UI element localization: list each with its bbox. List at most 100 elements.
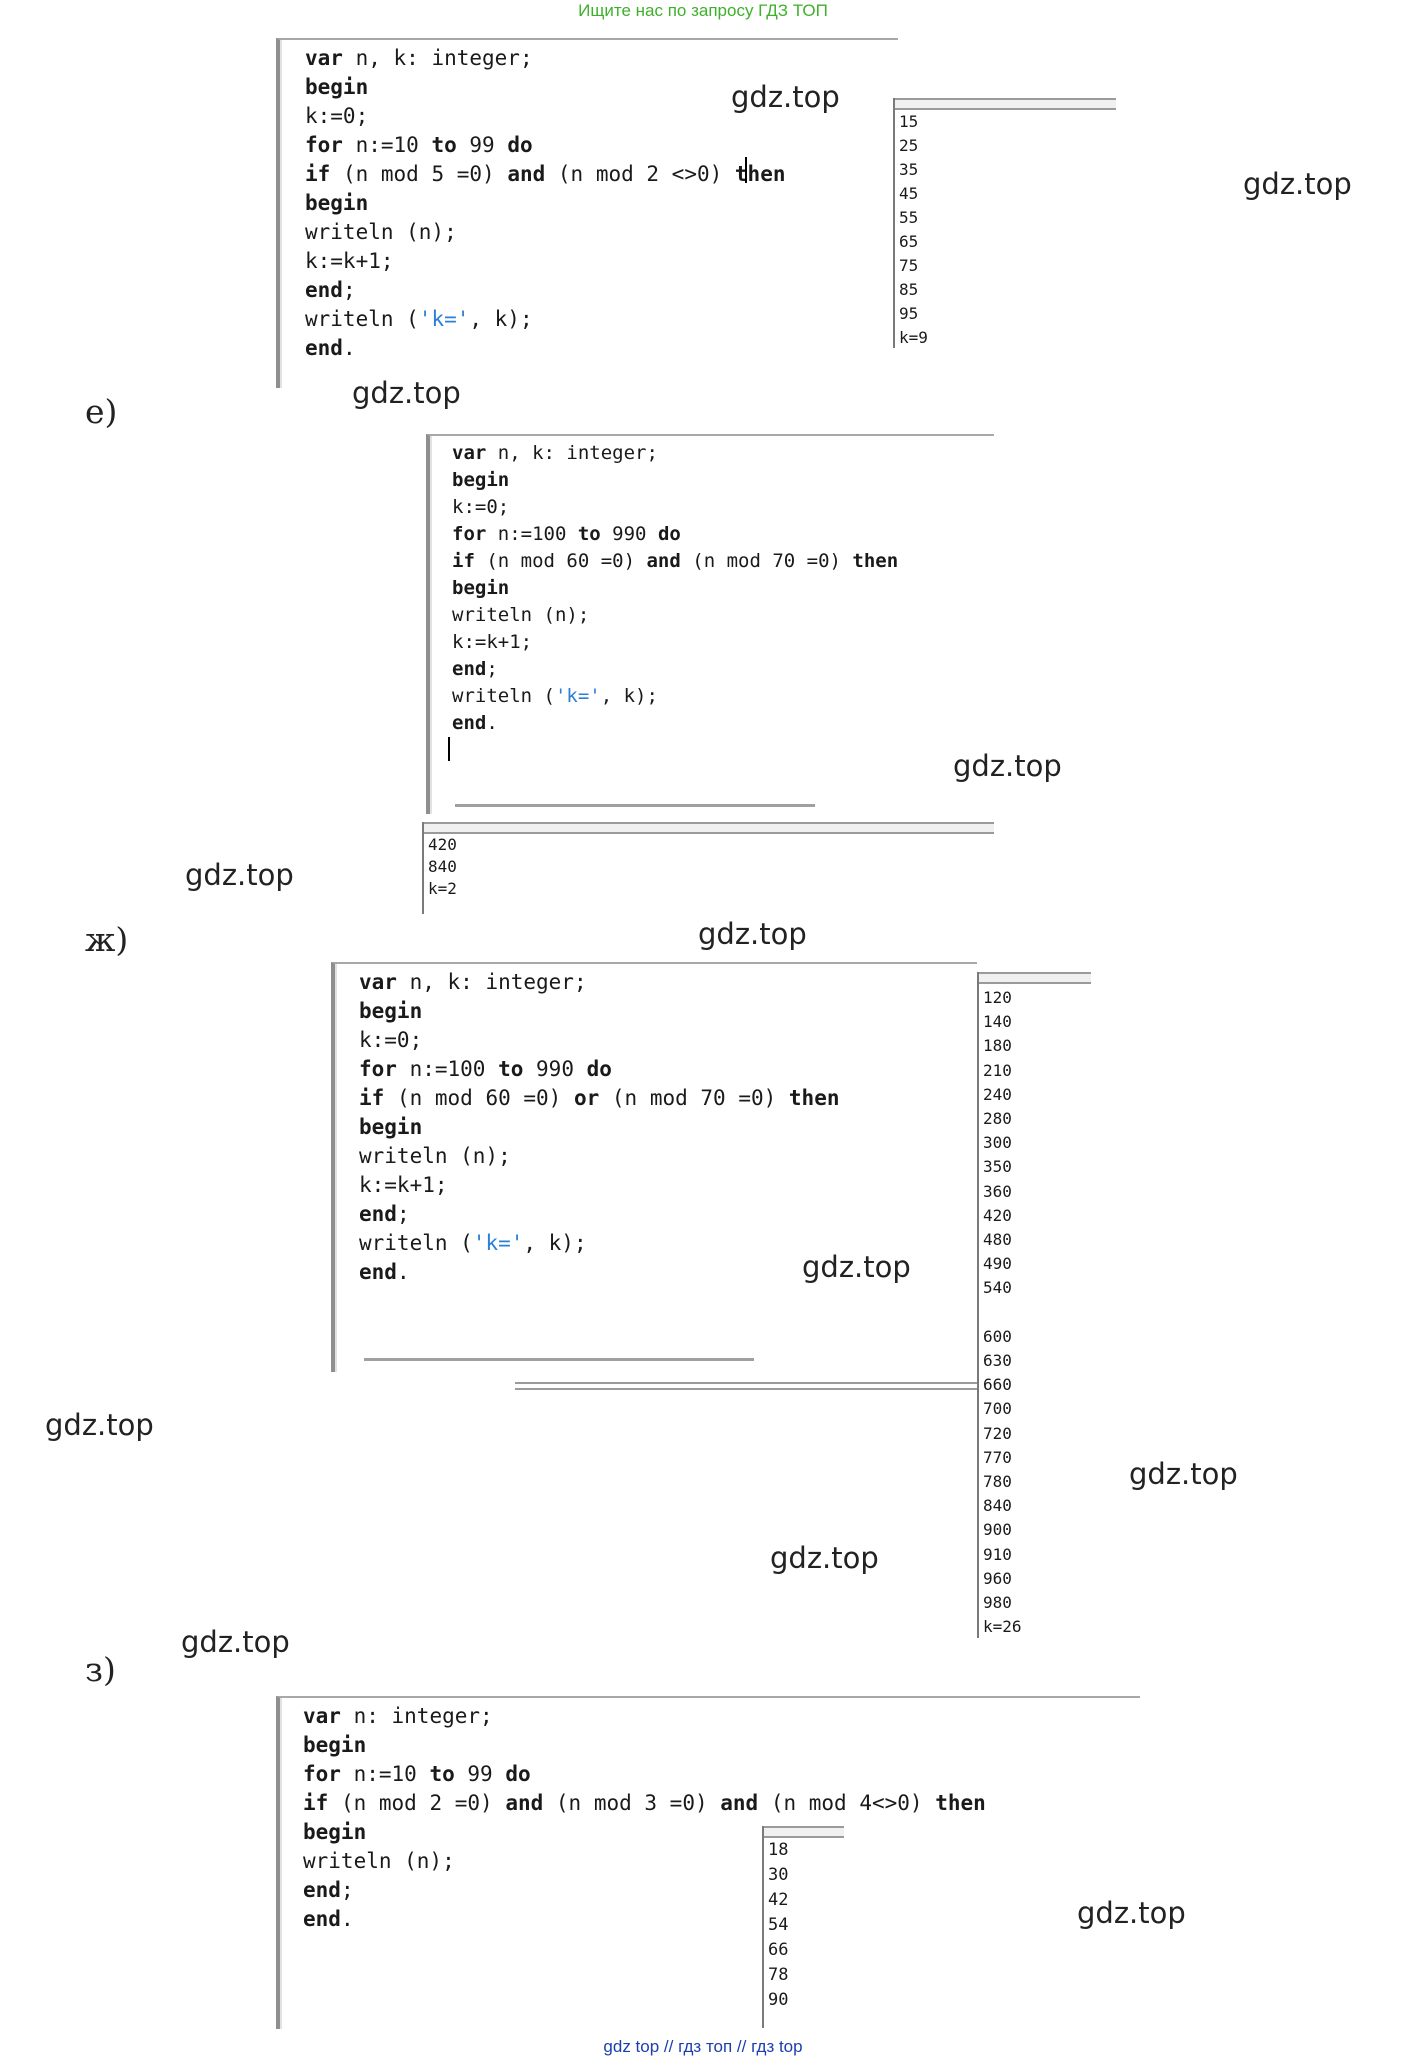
output-line: 85 [899, 280, 919, 299]
code-line: end. [303, 1907, 354, 1931]
output-line: k=26 [983, 1617, 1022, 1637]
output-line: 980 [983, 1593, 1012, 1613]
code-line: if (n mod 2 =0) and (n mod 3 =0) and (n … [303, 1791, 986, 1815]
watermark: gdz.top [1243, 167, 1352, 201]
code-lines: var n, k: integer; begin k:=0; for n:=10 to… [282, 40, 898, 363]
code-line: begin [452, 469, 510, 491]
output-line: 420 [428, 835, 457, 854]
code-line: k:=k+1; [305, 249, 394, 273]
section-letter-z: з) [85, 1650, 116, 1689]
footer-links[interactable]: gdz top // гдз топ // гдз top [603, 2037, 803, 2056]
output-line: 35 [899, 160, 919, 179]
code-line: begin [359, 999, 423, 1023]
watermark: gdz.top [698, 917, 807, 951]
text-cursor [745, 157, 747, 183]
code-line: end; [452, 658, 498, 680]
code-line: begin [303, 1820, 367, 1844]
code-line: k:=0; [359, 1028, 423, 1052]
watermark: gdz.top [185, 858, 294, 892]
code-line: if (n mod 5 =0) and (n mod 2 <>0) then [305, 162, 786, 186]
output-lines: 420 840 k=2 [428, 834, 457, 900]
code-line: for n:=100 to 990 do [452, 523, 681, 545]
section-letter-zh: ж) [85, 920, 129, 959]
horizontal-scrollbar[interactable] [364, 1358, 754, 1361]
output-line: 280 [983, 1109, 1012, 1129]
output-line: 65 [899, 232, 919, 251]
output-line: 600 [983, 1326, 1012, 1346]
output-line: 490 [983, 1254, 1012, 1274]
code-line: if (n mod 60 =0) or (n mod 70 =0) then [359, 1086, 840, 1110]
output-line: 240 [983, 1084, 1012, 1104]
output-line: 120 [983, 988, 1012, 1007]
code-line: if (n mod 60 =0) and (n mod 70 =0) then [452, 550, 899, 572]
search-hint-header[interactable]: Ищите нас по запросу ГДЗ ТОП [578, 1, 828, 20]
output-line: 30 [768, 1865, 789, 1885]
code-line: var n: integer; [303, 1704, 493, 1728]
horizontal-scrollbar[interactable] [455, 804, 815, 807]
output-lines: 15 25 35 45 55 65 75 85 95 k=9 [899, 110, 928, 350]
code-line: k:=0; [305, 104, 369, 128]
output-line: 770 [983, 1447, 1012, 1467]
output-line: k=9 [899, 328, 928, 347]
code-line: writeln (n); [452, 604, 590, 626]
text-cursor [448, 737, 450, 761]
code-editor-4[interactable]: var n: integer; begin for n:=10 to 99 do if… [276, 1696, 1140, 2029]
output-line [983, 1301, 1022, 1325]
output-line: 180 [983, 1036, 1012, 1056]
code-line: begin [305, 191, 369, 215]
output-line: 360 [983, 1181, 1012, 1201]
code-line: for n:=10 to 99 do [303, 1762, 531, 1786]
watermark: gdz.top [953, 749, 1062, 783]
output-line: 960 [983, 1568, 1012, 1588]
code-line: for n:=100 to 990 do [359, 1057, 612, 1081]
code-line: begin [359, 1115, 423, 1139]
output-line: 780 [983, 1472, 1012, 1492]
output-line: 15 [899, 112, 919, 131]
watermark: gdz.top [352, 376, 461, 410]
output-line: 25 [899, 136, 919, 155]
output-line: 55 [899, 208, 919, 227]
code-line: k:=0; [452, 496, 510, 518]
output-line: 95 [899, 304, 919, 323]
output-window-1: 15 25 35 45 55 65 75 85 95 k=9 [893, 98, 1116, 348]
watermark: gdz.top [181, 1625, 290, 1659]
code-line: begin [303, 1733, 367, 1757]
code-editor-1[interactable]: var n, k: integer; begin k:=0; for n:=10 to… [276, 38, 898, 388]
code-lines: var n, k: integer; begin k:=0; for n:=100 t… [337, 964, 977, 1287]
output-line: 700 [983, 1399, 1012, 1419]
code-line: k:=k+1; [359, 1173, 448, 1197]
watermark: gdz.top [731, 80, 840, 114]
output-line: 45 [899, 184, 919, 203]
output-line: 42 [768, 1890, 789, 1910]
code-line: writeln (n); [359, 1144, 511, 1168]
code-line: end; [359, 1202, 410, 1226]
code-line: end. [359, 1260, 410, 1284]
output-line: 840 [428, 857, 457, 876]
code-line: end. [305, 336, 356, 360]
code-line: writeln ('k=', k); [359, 1231, 587, 1255]
code-line: for n:=10 to 99 do [305, 133, 533, 157]
code-line: end; [305, 278, 356, 302]
section-letter-e: е) [85, 392, 118, 431]
output-line: k=2 [428, 879, 457, 898]
output-line: 78 [768, 1965, 789, 1985]
watermark: gdz.top [1129, 1457, 1238, 1491]
output-line: 18 [768, 1840, 789, 1860]
output-line: 210 [983, 1060, 1012, 1080]
divider-line [515, 1382, 977, 1390]
output-line: 90 [768, 1990, 789, 2010]
code-editor-3[interactable]: var n, k: integer; begin k:=0; for n:=100 t… [331, 962, 977, 1372]
code-line: var n, k: integer; [359, 970, 587, 994]
code-line: writeln ('k=', k); [305, 307, 533, 331]
output-line: 420 [983, 1205, 1012, 1225]
output-line: 75 [899, 256, 919, 275]
output-line: 540 [983, 1278, 1012, 1298]
output-line: 840 [983, 1496, 1012, 1516]
code-line: writeln (n); [305, 220, 457, 244]
code-line: writeln (n); [303, 1849, 455, 1873]
code-line: var n, k: integer; [305, 46, 533, 70]
